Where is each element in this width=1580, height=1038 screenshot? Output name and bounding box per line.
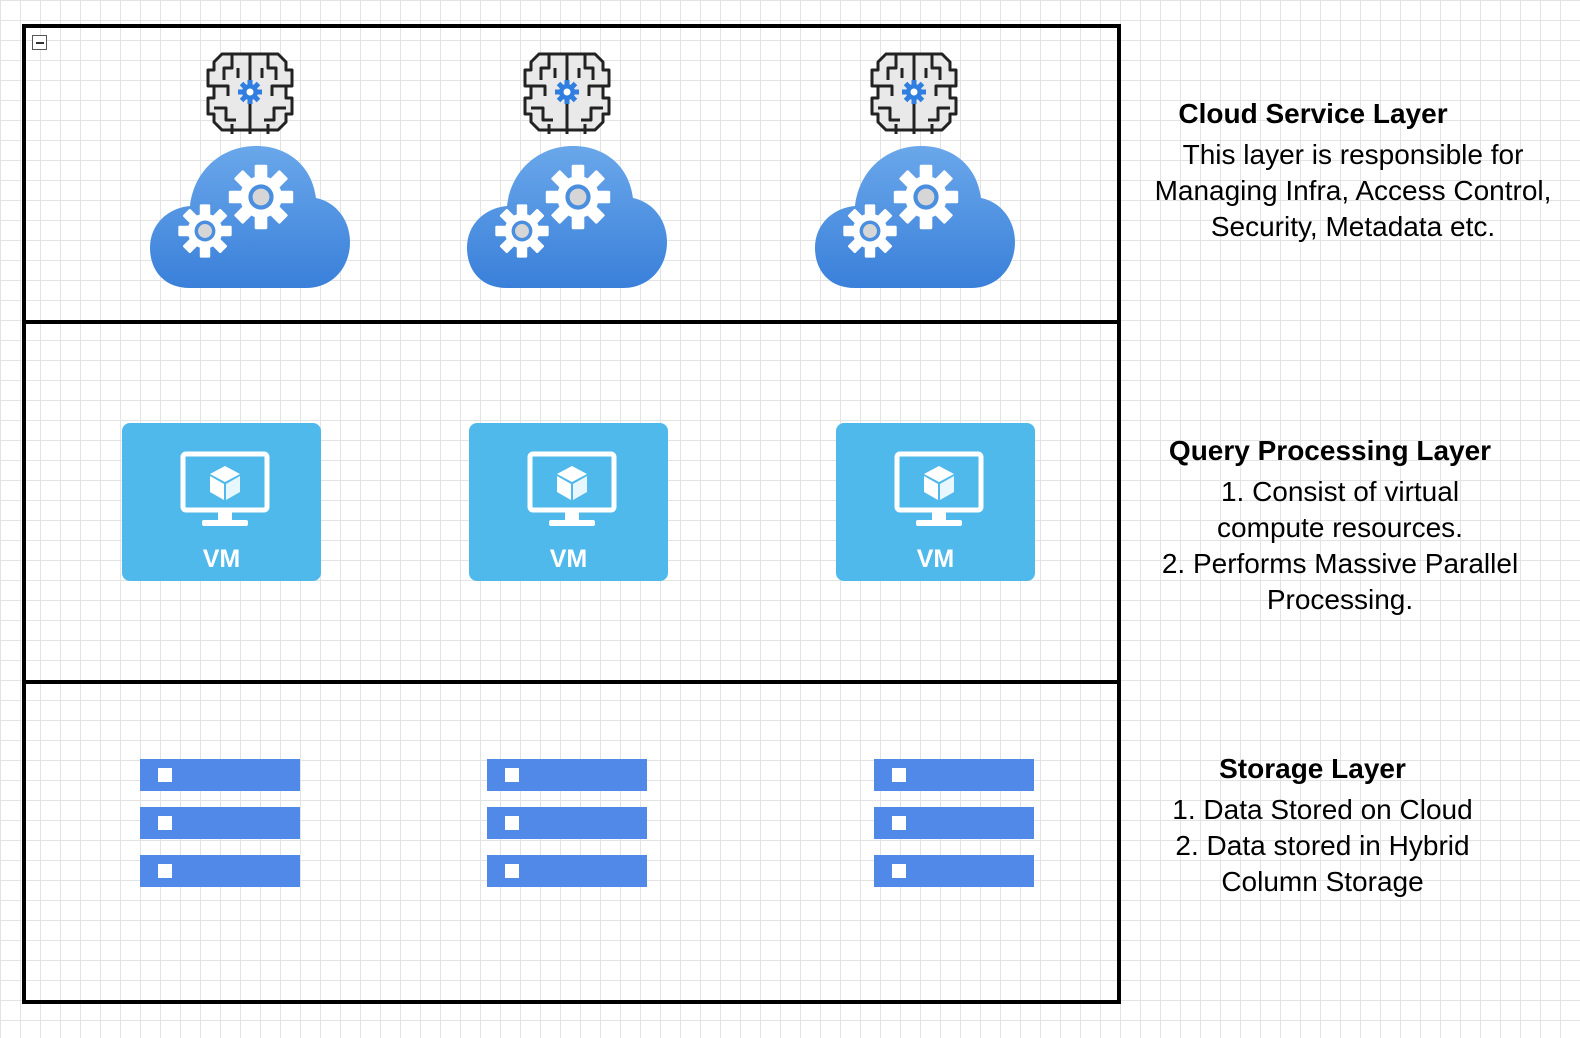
virtual-machine-icon bbox=[894, 451, 984, 531]
layer-description-line: Security, Metadata etc. bbox=[1210, 211, 1496, 242]
layer-title: Query Processing Layer bbox=[1168, 435, 1492, 466]
layer-description-line: 2. Performs Massive Parallel bbox=[1161, 548, 1519, 579]
vm-node: VM bbox=[469, 423, 668, 581]
brain-circuit-icon bbox=[866, 46, 962, 142]
layer-description-line: 2. Data stored in Hybrid bbox=[1175, 830, 1470, 861]
cloud-gears-icon bbox=[150, 142, 350, 288]
brain-circuit-icon bbox=[202, 46, 298, 142]
layer-title: Cloud Service Layer bbox=[1178, 98, 1448, 129]
query-processing-layer-description: Query Processing Layer 1. Consist of vir… bbox=[1135, 434, 1545, 618]
brain-circuit-icon bbox=[519, 46, 615, 142]
virtual-machine-icon bbox=[180, 451, 270, 531]
cloud-gears-icon bbox=[815, 142, 1015, 288]
layer-divider-1 bbox=[22, 320, 1117, 324]
layer-description-line: Processing. bbox=[1266, 584, 1414, 615]
layer-description-line: 1. Consist of virtual bbox=[1220, 476, 1460, 507]
cloud-gears-icon bbox=[467, 142, 667, 288]
collapse-toggle-button[interactable] bbox=[32, 35, 47, 50]
layer-description-line: 1. Data Stored on Cloud bbox=[1172, 794, 1473, 825]
vm-label: VM bbox=[202, 545, 241, 573]
layer-divider-2 bbox=[22, 680, 1117, 684]
storage-stack-icon bbox=[874, 759, 1034, 887]
virtual-machine-icon bbox=[527, 451, 617, 531]
storage-stack-icon bbox=[487, 759, 647, 887]
vm-node: VM bbox=[122, 423, 321, 581]
layer-description-line: compute resources. bbox=[1217, 512, 1463, 543]
layer-description-line: This layer is responsible for bbox=[1182, 139, 1524, 170]
vm-node: VM bbox=[836, 423, 1035, 581]
storage-layer-description: Storage Layer 1. Data Stored on Cloud 2.… bbox=[1135, 752, 1510, 900]
layer-description-line: Column Storage bbox=[1221, 866, 1424, 897]
layer-description-line: Managing Infra, Access Control, bbox=[1154, 175, 1552, 206]
vm-label: VM bbox=[916, 545, 955, 573]
cloud-service-layer-description: Cloud Service Layer This layer is respon… bbox=[1138, 97, 1568, 245]
vm-label: VM bbox=[549, 545, 588, 573]
layer-title: Storage Layer bbox=[1219, 753, 1406, 784]
architecture-container bbox=[22, 24, 1121, 1004]
storage-stack-icon bbox=[140, 759, 300, 887]
